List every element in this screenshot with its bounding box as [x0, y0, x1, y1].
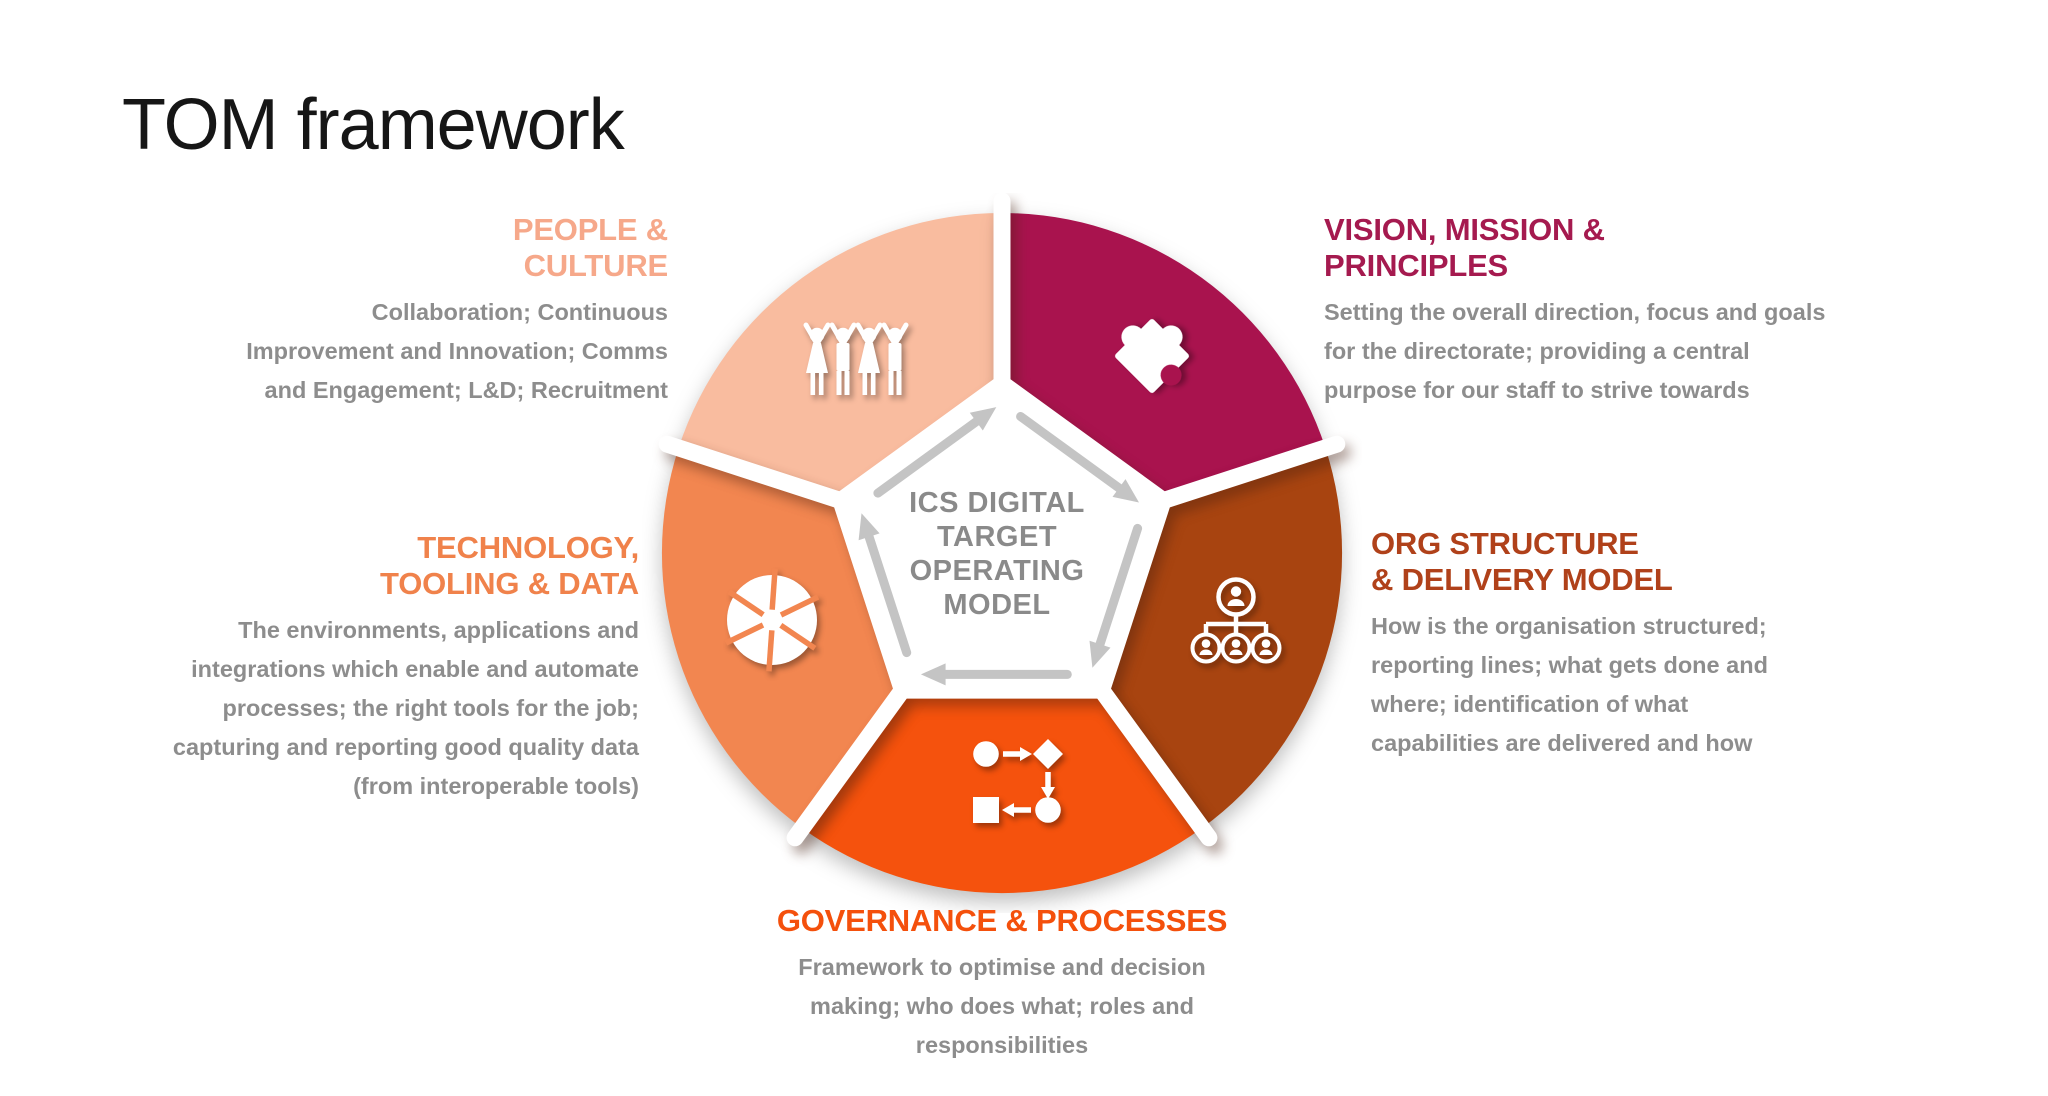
segment-label-governance-processes: GOVERNANCE & PROCESSES Framework to opti…: [672, 903, 1332, 1065]
heading-line: GOVERNANCE & PROCESSES: [776, 903, 1228, 938]
heading-line: PRINCIPLES: [1324, 248, 1509, 283]
heading-line: VISION, MISSION &: [1324, 212, 1605, 247]
segment-heading: GOVERNANCE & PROCESSES: [672, 903, 1332, 939]
description-line: reporting lines; what gets done and: [1371, 652, 1768, 678]
center-label-line: TARGET: [936, 521, 1058, 553]
segment-label-org-structure: ORG STRUCTURE & DELIVERY MODEL How is th…: [1371, 526, 1841, 763]
heading-line: TOOLING & DATA: [380, 566, 639, 601]
description-line: capabilities are delivered and how: [1371, 730, 1753, 756]
flowchart-icon: [973, 739, 1063, 823]
center-label-line: MODEL: [943, 589, 1051, 621]
heading-line: & DELIVERY MODEL: [1371, 562, 1673, 597]
description-line: Improvement and Innovation; Comms: [246, 338, 668, 364]
heading-line: CULTURE: [523, 248, 669, 283]
description-line: purpose for our staff to strive towards: [1324, 377, 1750, 403]
segment-description: Collaboration; Continuous Improvement an…: [198, 293, 668, 410]
heading-line: TECHNOLOGY,: [417, 530, 639, 565]
segment-heading: VISION, MISSION & PRINCIPLES: [1324, 212, 1884, 284]
description-line: integrations which enable and automate: [191, 656, 639, 682]
people-icon: [803, 322, 909, 395]
description-line: (from interoperable tools): [353, 773, 639, 799]
page-title: TOM framework: [122, 85, 625, 166]
segment-heading: ORG STRUCTURE & DELIVERY MODEL: [1371, 526, 1841, 598]
segment-description: Framework to optimise and decision makin…: [672, 948, 1332, 1065]
segment-separators: [658, 193, 1346, 847]
description-line: where; identification of what: [1371, 691, 1689, 717]
description-line: The environments, applications and: [238, 617, 639, 643]
org-chart-icon: [1190, 577, 1282, 664]
heading-line: ORG STRUCTURE: [1371, 526, 1639, 561]
description-line: How is the organisation structured;: [1371, 613, 1767, 639]
segment-label-people-culture: PEOPLE & CULTURE Collaboration; Continuo…: [198, 212, 668, 410]
segment-label-technology-tooling: TECHNOLOGY, TOOLING & DATA The environme…: [159, 530, 639, 806]
segment-description: How is the organisation structured; repo…: [1371, 607, 1841, 763]
tom-wheel-diagram: [658, 193, 1346, 894]
center-label: ICS DIGITAL TARGET OPERATING MODEL: [837, 486, 1157, 622]
description-line: making; who does what; roles and: [810, 993, 1194, 1019]
description-line: and Engagement; L&D; Recruitment: [264, 377, 668, 403]
segment-governance-wedge: [802, 553, 1202, 894]
description-line: Setting the overall direction, focus and…: [1324, 299, 1826, 325]
cycle-arrows: [858, 407, 1143, 686]
segment-label-vision-mission: VISION, MISSION & PRINCIPLES Setting the…: [1324, 212, 1884, 410]
center-pentagon: [831, 374, 1173, 699]
center-label-line: ICS DIGITAL: [909, 487, 1085, 519]
description-line: capturing and reporting good quality dat…: [172, 734, 639, 760]
aperture-icon: [724, 568, 820, 672]
segment-heading: TECHNOLOGY, TOOLING & DATA: [159, 530, 639, 602]
center-label-line: OPERATING: [909, 555, 1085, 587]
segment-description: Setting the overall direction, focus and…: [1324, 293, 1884, 410]
segment-description: The environments, applications and integ…: [159, 611, 639, 806]
description-line: for the directorate; providing a central: [1324, 338, 1750, 364]
description-line: processes; the right tools for the job;: [222, 695, 639, 721]
puzzle-piece-icon: [1115, 319, 1189, 393]
description-line: Framework to optimise and decision: [798, 954, 1206, 980]
heading-line: PEOPLE &: [512, 212, 668, 247]
description-line: responsibilities: [915, 1032, 1089, 1058]
description-line: Collaboration; Continuous: [371, 299, 668, 325]
segment-heading: PEOPLE & CULTURE: [198, 212, 668, 284]
